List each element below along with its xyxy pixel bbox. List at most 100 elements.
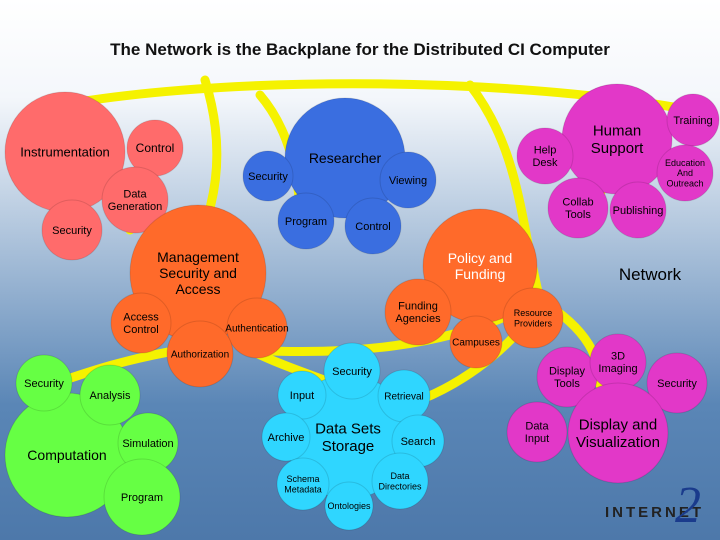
bubble-shape-resource-providers — [502, 287, 564, 349]
bubble-program-researcher: Program — [277, 192, 335, 250]
bubble-researcher: Researcher — [284, 97, 406, 219]
label-instrumentation: Instrumentation — [20, 145, 110, 160]
bubble-shape-campuses — [449, 315, 503, 369]
bubble-shape-publishing — [609, 181, 667, 239]
label-computation: Computation — [27, 447, 106, 463]
bubble-archive: Archive — [261, 412, 311, 462]
label-authorization: Authorization — [171, 350, 229, 361]
label-program-researcher: Program — [285, 216, 327, 228]
label-network: Network — [619, 265, 682, 284]
bubble-shape-program-computation — [103, 458, 181, 536]
bubble-training: Training — [666, 93, 720, 147]
label-control-researcher: Control — [355, 221, 390, 233]
bubble-security-computation: Security — [15, 354, 73, 412]
bubble-instrumentation: Instrumentation — [4, 91, 126, 213]
label-training: Training — [673, 115, 712, 127]
bubble-shape-input — [277, 370, 327, 420]
bubble-campuses: Campuses — [449, 315, 503, 369]
bubble-shape-security-data — [323, 342, 381, 400]
bubble-shape-funding-agencies — [384, 278, 452, 346]
label-analysis: Analysis — [90, 390, 131, 402]
bubble-computation: Computation — [4, 392, 130, 518]
label-ontologies: Ontologies — [327, 501, 371, 511]
bubble-control-top-left: Control — [126, 119, 184, 177]
bubble-shape-access-control — [110, 292, 172, 354]
label-campuses: Campuses — [452, 338, 500, 349]
label-security-researcher: Security — [248, 171, 288, 183]
bubble-shape-archive — [261, 412, 311, 462]
bubble-shape-authentication — [226, 297, 288, 359]
bubble-shape-display-visualization — [567, 382, 669, 484]
bubble-security-data: Security — [323, 342, 381, 400]
bubble-ontologies: Ontologies — [324, 481, 374, 531]
bubble-shape-security-display — [646, 352, 708, 414]
label-researcher: Researcher — [309, 150, 382, 166]
label-control-top-left: Control — [136, 141, 175, 155]
bubble-shape-schema-metadata — [276, 457, 330, 511]
label-viewing: Viewing — [389, 175, 427, 187]
bubble-shape-ontologies — [324, 481, 374, 531]
bubble-authorization: Authorization — [166, 320, 234, 388]
bubble-security-researcher: Security — [242, 150, 294, 202]
bubble-control-researcher: Control — [344, 197, 402, 255]
bubble-shape-program-researcher — [277, 192, 335, 250]
bubble-shape-training — [666, 93, 720, 147]
bubble-shape-data-input — [506, 401, 568, 463]
bubble-shape-authorization — [166, 320, 234, 388]
bubble-shape-data-generation — [101, 166, 169, 234]
label-authentication: Authentication — [225, 324, 288, 335]
bubble-shape-viewing — [379, 151, 437, 209]
label-security-data: Security — [332, 366, 372, 378]
logo-mark: 2 — [675, 477, 701, 534]
label-security-computation: Security — [24, 378, 64, 390]
bubble-security-left: Security — [41, 199, 103, 261]
bubble-shape-help-desk — [516, 127, 574, 185]
bubble-shape-control-researcher — [344, 197, 402, 255]
slide-title: The Network is the Backplane for the Dis… — [110, 40, 610, 59]
bubble-publishing: Publishing — [609, 181, 667, 239]
logo-text: INTERNET — [605, 504, 704, 521]
label-retrieval: Retrieval — [384, 392, 423, 403]
bubble-input: Input — [277, 370, 327, 420]
bubble-program-computation: Program — [103, 458, 181, 536]
bubble-shape-data-directories — [371, 452, 429, 510]
bubble-simulation: Simulation — [117, 412, 179, 474]
bubble-shape-security-computation — [15, 354, 73, 412]
label-search: Search — [401, 436, 436, 448]
label-archive: Archive — [268, 432, 305, 444]
bubble-viewing: Viewing — [379, 151, 437, 209]
bubble-shape-collab-tools — [547, 177, 609, 239]
bubble-analysis: Analysis — [79, 364, 141, 426]
label-security-left: Security — [52, 225, 92, 237]
label-security-display: Security — [657, 378, 697, 390]
label-program-computation: Program — [121, 492, 163, 504]
